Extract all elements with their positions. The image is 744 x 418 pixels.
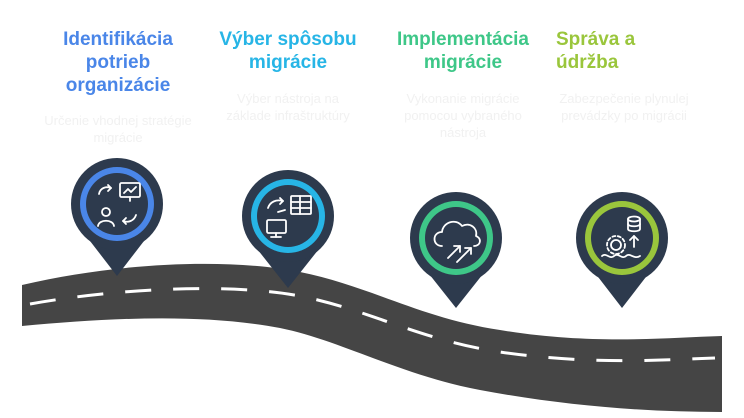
pin-step-4 [576,192,668,308]
step-4-description: Zabezpečenie plynulej prevádzky po migrá… [559,91,689,123]
pin-step-1 [71,158,163,276]
database-maintenance-icon [601,215,641,259]
step-3-title: Implementácia migrácie [397,29,529,73]
step-4-title: Správa a údržba [556,29,636,73]
step-3-description: Vykonanie migrácie pomocou vybraného nás… [404,91,522,140]
step-1-title: Identifikácia potrieb organizácie [63,29,173,96]
people-presentation-icon [97,182,141,227]
step-2-title: Výber spôsobu migrácie [219,29,357,73]
table-monitor-transfer-icon [266,195,312,238]
cloud-upload-icon [433,220,481,263]
pin-step-2 [242,170,334,288]
step-2-description: Výber nástroja na základe infraštruktúry [226,91,350,123]
pin-step-3 [410,192,502,308]
step-1-description: Určenie vhodnej stratégie migrácie [44,113,192,145]
